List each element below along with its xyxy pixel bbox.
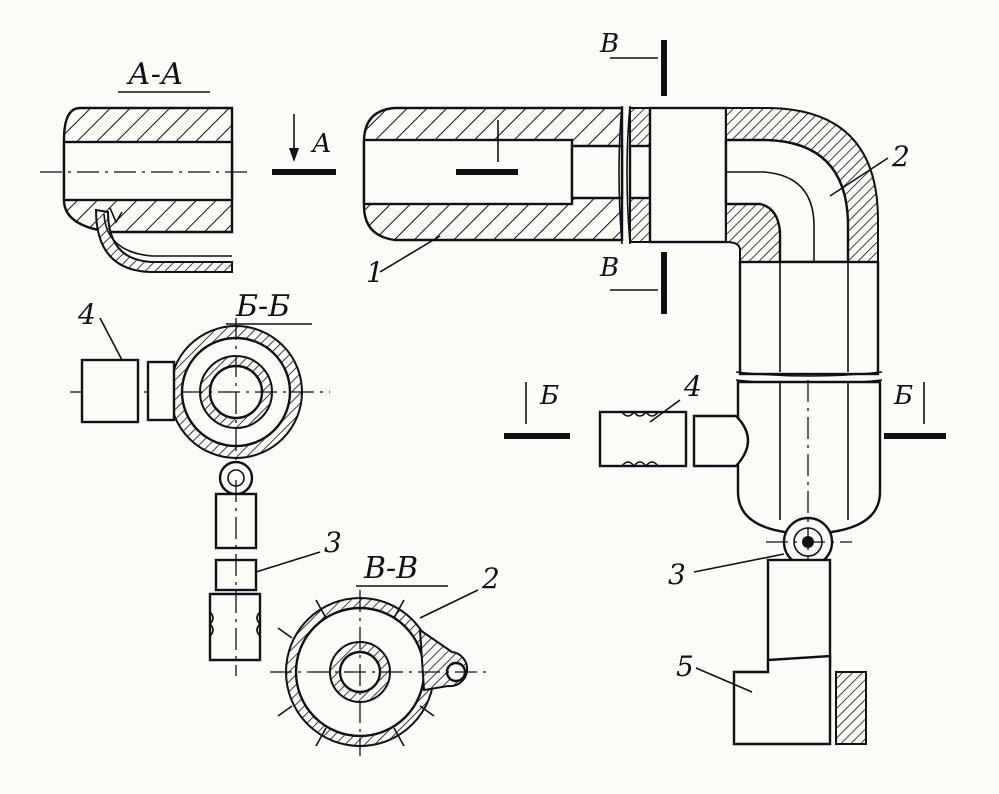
part-1-step xyxy=(570,144,624,200)
section-aa-view: А-А xyxy=(40,57,250,273)
pipe-break-1 xyxy=(735,371,883,377)
leader-4-section xyxy=(99,317,123,361)
aa-tube xyxy=(94,208,233,273)
leader-4-main xyxy=(649,399,681,423)
section-bb-view: Б-Б xyxy=(70,289,330,676)
vv-radial-ticks xyxy=(277,599,435,747)
part-4-fitting xyxy=(598,410,688,468)
main-view: А В В xyxy=(272,29,946,748)
part-5-hatch xyxy=(835,671,867,745)
part-5-block xyxy=(732,654,832,746)
cut-a-arrowhead xyxy=(289,148,299,162)
bb-grip-grooves xyxy=(208,611,262,637)
callouts: 1 2 2 3 3 4 4 5 xyxy=(77,140,910,693)
callout-1: 1 xyxy=(366,256,384,289)
elbow-axis xyxy=(726,171,815,262)
cut-v-bottom-letter: В xyxy=(599,253,619,283)
bb-fitting xyxy=(80,358,140,424)
leader-2-section xyxy=(419,589,479,619)
side-port xyxy=(692,414,750,468)
fitting-grooves xyxy=(621,410,659,468)
cut-b-left-letter: Б xyxy=(539,381,559,411)
callout-2-section: 2 xyxy=(481,562,500,595)
leader-3-main xyxy=(693,553,785,573)
callout-4-section: 4 xyxy=(77,298,96,331)
section-vv-view: В-В xyxy=(270,551,486,756)
break-left xyxy=(618,105,623,245)
bb-fitting-neck xyxy=(146,360,176,422)
callout-2-main: 2 xyxy=(891,140,910,173)
leader-1 xyxy=(379,235,441,273)
tube-bore xyxy=(628,144,652,200)
coupling xyxy=(648,106,728,244)
elbow-channel xyxy=(724,138,850,264)
callout-3-section: 3 xyxy=(324,526,342,559)
leader-2-main xyxy=(829,157,889,197)
cut-b-right-letter: Б xyxy=(893,381,913,411)
aa-notch xyxy=(109,207,123,224)
aa-tube-inner xyxy=(103,213,232,257)
leader-5 xyxy=(695,667,753,693)
bb-lever-grip xyxy=(208,592,262,662)
lower-body xyxy=(736,380,882,536)
vertical-pipe xyxy=(738,260,880,376)
callout-3-main: 3 xyxy=(668,558,686,591)
cut-v-top-letter: В xyxy=(599,29,619,59)
callout-5: 5 xyxy=(676,650,694,683)
section-aa-label: А-А xyxy=(126,57,184,92)
section-vv-label: В-В xyxy=(363,551,418,586)
lever xyxy=(766,558,832,668)
break-right xyxy=(626,105,631,245)
section-bb-label: Б-Б xyxy=(235,289,290,324)
aa-bore xyxy=(62,140,234,202)
cut-a-letter: А xyxy=(310,129,332,159)
callout-4-main: 4 xyxy=(683,370,702,403)
leader-3-section xyxy=(255,551,321,573)
